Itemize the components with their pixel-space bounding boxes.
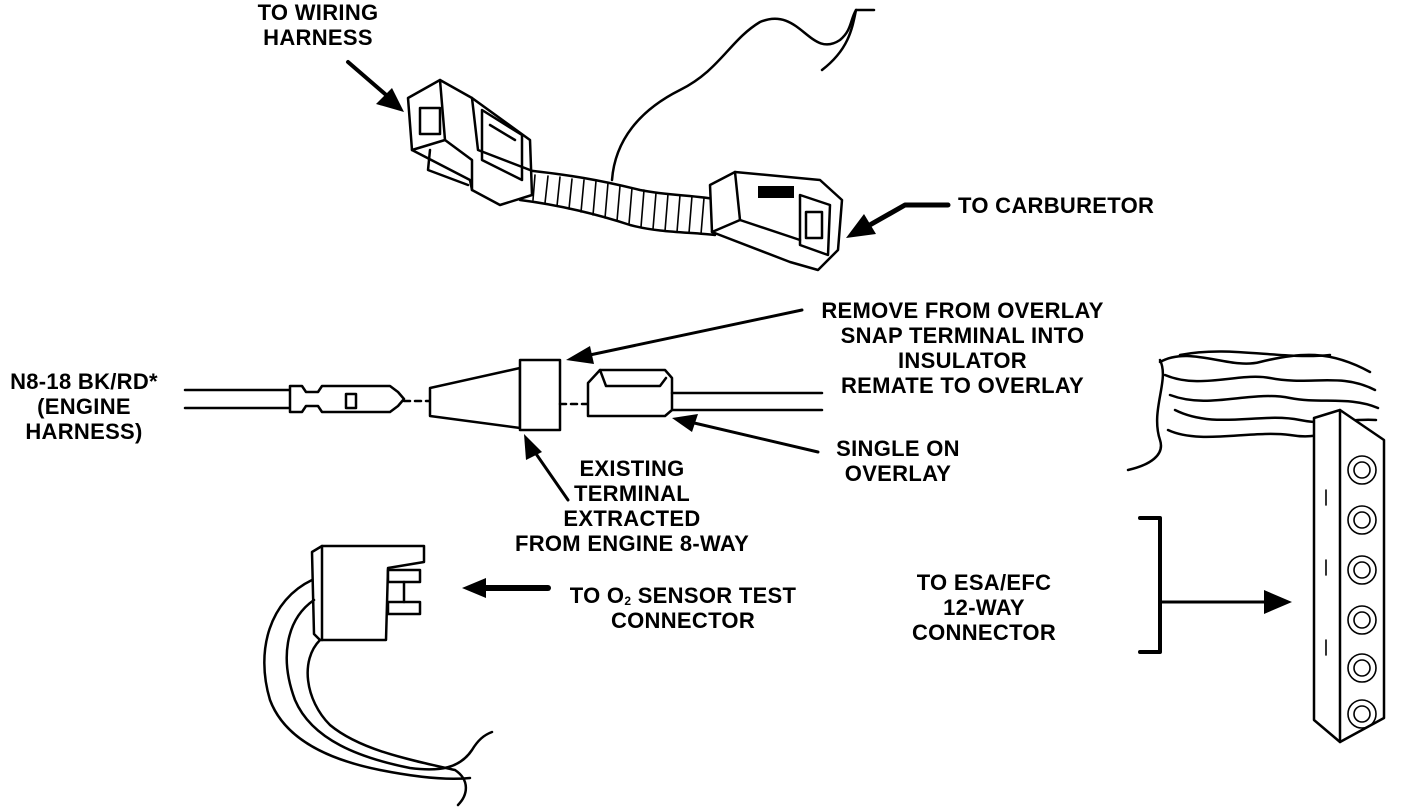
top-harness-assembly xyxy=(406,8,876,272)
label-line: 12-WAY xyxy=(943,595,1025,620)
label-line: TO ESA/EFC xyxy=(916,570,1052,595)
label-line: SINGLE ON xyxy=(836,436,960,461)
label-line: TO WIRING xyxy=(257,0,379,25)
label-line: (ENGINE xyxy=(37,394,131,419)
carburetor-connector-icon xyxy=(708,170,844,272)
label-esa-efc: TO ESA/EFC 12-WAY CONNECTOR xyxy=(896,570,1072,645)
label-line: TO CARBURETOR xyxy=(958,193,1155,218)
esa-efc-connector-icon xyxy=(1126,350,1386,744)
label-line: REMATE TO OVERLAY xyxy=(840,373,1085,398)
arrow-single-on-overlay xyxy=(672,414,820,454)
label-line: TO O2 SENSOR TEST xyxy=(552,583,814,608)
label-engine-harness: N8-18 BK/RD* (ENGINE HARNESS) xyxy=(0,369,168,444)
label-line: SNAP TERMINAL INTO xyxy=(840,323,1085,348)
label-line: CONNECTOR xyxy=(610,608,756,633)
arrow-remove-overlay xyxy=(566,308,804,364)
label-line: EXTRACTED xyxy=(563,506,701,531)
terminal-assembly xyxy=(183,358,824,432)
label-remove-from-overlay: REMOVE FROM OVERLAY SNAP TERMINAL INTO I… xyxy=(800,298,1125,398)
o2-sensor-connector-icon xyxy=(263,544,494,807)
label-line: CONNECTOR xyxy=(911,620,1057,645)
arrow-to-esa-efc xyxy=(1138,516,1292,654)
arrow-existing-terminal xyxy=(524,434,570,502)
label-o2-prefix: TO O xyxy=(569,583,625,608)
label-o2-subscript: 2 xyxy=(624,594,632,608)
label-line: HARNESS) xyxy=(25,419,143,444)
label-line: REMOVE FROM OVERLAY xyxy=(821,298,1104,323)
label-line: INSULATOR xyxy=(898,348,1027,373)
label-o2-suffix: SENSOR TEST xyxy=(631,583,797,608)
label-line: OVERLAY xyxy=(844,461,952,486)
label-to-wiring-harness: TO WIRING HARNESS xyxy=(248,0,388,50)
overlay-terminal-icon xyxy=(586,368,674,418)
terminal-icon xyxy=(288,384,406,414)
label-line: FROM ENGINE 8-WAY xyxy=(514,531,750,556)
label-line: HARNESS xyxy=(263,25,373,50)
arrow-to-o2-sensor xyxy=(462,578,551,598)
label-existing-terminal: EXISTING TERMINAL EXTRACTED FROM ENGINE … xyxy=(494,456,770,556)
arrow-to-carburetor xyxy=(846,202,951,238)
arrow-to-wiring-harness xyxy=(346,60,404,112)
label-line: TERMINAL xyxy=(573,481,691,506)
insulator-icon xyxy=(428,358,562,432)
label-single-on-overlay: SINGLE ON OVERLAY xyxy=(818,436,978,486)
label-line: EXISTING xyxy=(579,456,685,481)
wiring-harness-connector-icon xyxy=(406,78,534,207)
label-o2-sensor: TO O2 SENSOR TEST CONNECTOR xyxy=(552,583,814,633)
label-to-carburetor: TO CARBURETOR xyxy=(958,193,1154,218)
label-line: N8-18 BK/RD* xyxy=(10,369,158,394)
